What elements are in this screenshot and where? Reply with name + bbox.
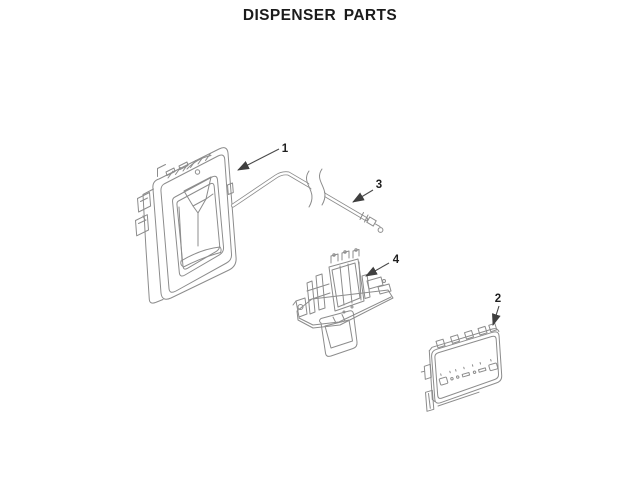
callout-4: 4 [365,254,400,277]
tube-end-fitting [359,212,384,233]
callout-3: 3 [352,179,382,203]
panel-face [431,331,503,404]
callout-1: 1 [237,143,289,171]
page-title: DISPENSER PARTS [242,7,398,24]
housing-bezel [160,154,233,293]
housing-outer-frame [152,147,237,300]
callout-1-label: 1 [282,143,289,155]
callout-2-label: 2 [495,293,501,305]
housing-side-wall [142,188,164,304]
callout-4-leader [365,262,390,277]
actuator-paddle [319,310,358,357]
callouts: 1 3 4 2 [237,143,501,326]
control-panel-part-2 [420,322,503,412]
tube-break-symbol [306,162,326,213]
callout-2-leader [492,305,501,326]
actuator-base-plate [296,289,394,329]
callout-1-leader [237,148,280,171]
callout-3-leader [352,189,374,203]
panel-mounting-tabs [435,322,498,349]
dispenser-housing-part-1 [135,147,237,304]
panel-bottom-foot [425,389,435,412]
housing-ice-chute [183,176,212,207]
callout-3-label: 3 [376,179,382,191]
dispenser-tube-part-3 [231,162,384,233]
housing-opening-rim [172,175,225,277]
callout-4-label: 4 [393,254,400,266]
callout-2: 2 [492,293,501,326]
actuator-upright-plate [328,258,365,312]
panel-button-icons [438,359,499,386]
actuator-assembly-part-4 [292,248,394,357]
